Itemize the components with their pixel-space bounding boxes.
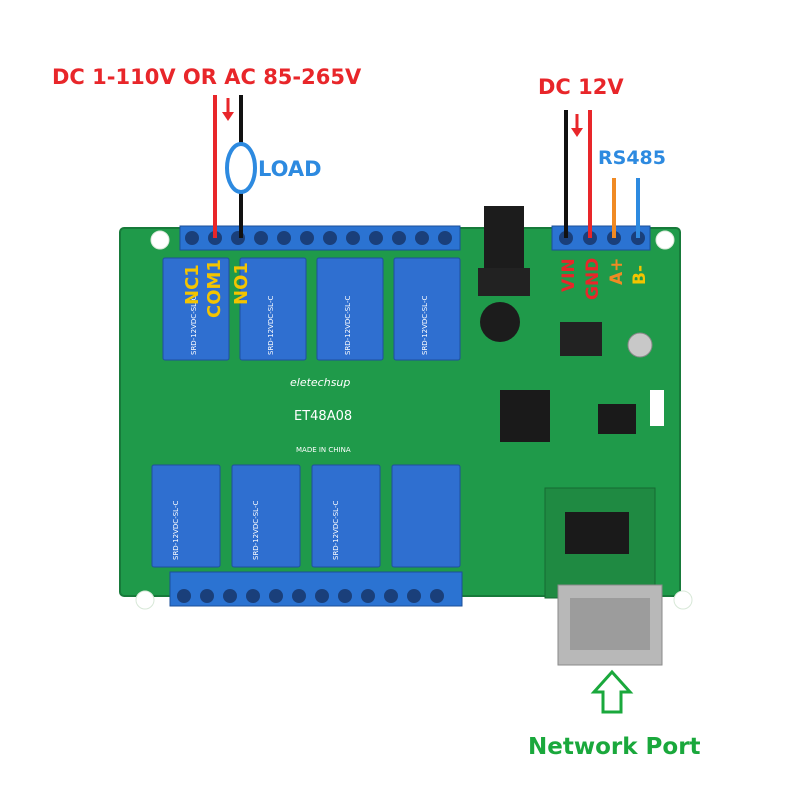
label-nc1: NC1	[182, 264, 203, 305]
label-com1: COM1	[204, 259, 225, 318]
svg-text:SRD-12VDC-SL-C: SRD-12VDC-SL-C	[421, 296, 429, 355]
bottom-terminal-block	[169, 571, 463, 607]
power-rs485-terminal-block	[551, 225, 651, 251]
made-in-silkscreen: MADE IN CHINA	[296, 446, 351, 454]
relays-bottom-row	[151, 464, 461, 568]
label-no1: NO1	[231, 262, 252, 305]
dc-supply-label: DC 12V	[538, 75, 624, 99]
dc-arrow-icon	[571, 114, 583, 137]
capacitor	[627, 332, 653, 358]
label-vin: VIN	[559, 258, 579, 292]
inductor	[480, 302, 520, 342]
ethernet-chip	[565, 512, 629, 554]
network-port-arrow-icon	[590, 669, 634, 714]
label-a-plus: A+	[607, 258, 627, 285]
dc-jack-base	[478, 268, 530, 296]
mounting-hole	[150, 230, 170, 250]
led-strip	[650, 390, 664, 426]
model-silkscreen: ET48A08	[294, 409, 352, 424]
svg-text:SRD-12VDC-SL-C: SRD-12VDC-SL-C	[332, 501, 340, 560]
load-symbol	[225, 142, 257, 194]
load-label: LOAD	[258, 157, 322, 181]
svg-text:SRD-12VDC-SL-C: SRD-12VDC-SL-C	[190, 296, 198, 355]
top-terminal-block	[179, 225, 461, 251]
terminal-labels: NC1 COM1 NO1	[182, 259, 252, 318]
power-source-label: DC 1-110V OR AC 85-265V	[52, 65, 362, 89]
label-b-minus: B-	[630, 265, 650, 285]
rj45-socket	[570, 598, 650, 650]
label-gnd: GND	[583, 258, 603, 300]
power-terminal-labels: VIN GND A+ B-	[559, 258, 650, 300]
current-arrow-icon	[222, 98, 234, 121]
svg-text:SRD-12VDC-SL-C: SRD-12VDC-SL-C	[252, 501, 260, 560]
mounting-hole	[655, 230, 675, 250]
driver-chip	[598, 404, 636, 434]
rs485-label: RS485	[598, 147, 666, 169]
svg-text:SRD-12VDC-SL-C: SRD-12VDC-SL-C	[92, 501, 100, 560]
dc-jack	[484, 206, 524, 270]
mounting-hole	[135, 590, 155, 610]
regulator-chip	[560, 322, 602, 356]
mcu-chip	[500, 390, 550, 442]
brand-silkscreen: eletechsup	[290, 376, 350, 389]
svg-text:SRD-12VDC-SL-C: SRD-12VDC-SL-C	[172, 501, 180, 560]
network-port-label: Network Port	[528, 734, 701, 760]
relay-markings: SRD-12VDC-SL-C SRD-12VDC-SL-C SRD-12VDC-…	[92, 296, 429, 560]
svg-text:SRD-12VDC-SL-C: SRD-12VDC-SL-C	[267, 296, 275, 355]
svg-text:SRD-12VDC-SL-C: SRD-12VDC-SL-C	[344, 296, 352, 355]
relays-top-row	[162, 257, 461, 361]
mounting-hole	[673, 590, 693, 610]
